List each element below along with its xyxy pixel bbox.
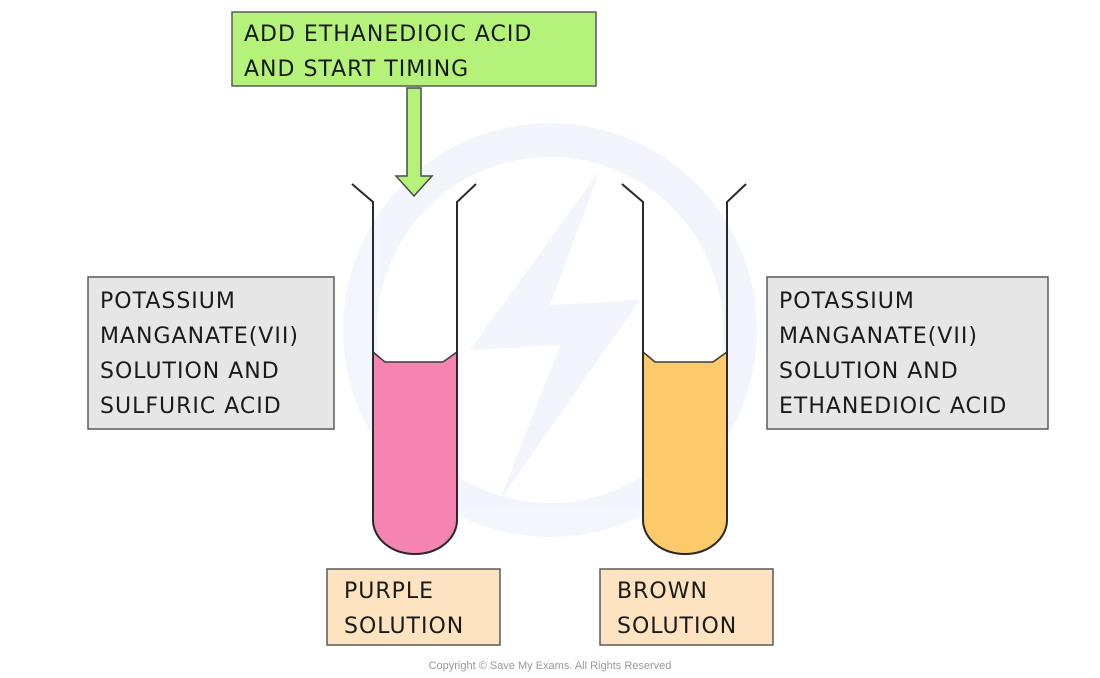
- left-contents-label: POTASSIUM MANGANATE(VII) SOLUTION AND SU…: [87, 276, 335, 430]
- right-tube-liquid: [642, 350, 728, 555]
- right-test-tube: [621, 183, 747, 555]
- left-result-background: [326, 568, 501, 646]
- right-label-background: [766, 276, 1049, 430]
- left-result-line-2: SOLUTION: [344, 614, 464, 639]
- left-label-line-4: SULFURIC ACID: [100, 394, 282, 419]
- left-label-line-2: MANGANATE(VII): [100, 324, 299, 349]
- left-label-line-1: POTASSIUM: [100, 289, 236, 314]
- right-result-line-1: BROWN: [617, 579, 708, 604]
- right-result-background: [599, 568, 774, 646]
- left-test-tube: [351, 183, 477, 555]
- right-tube-outline: [621, 183, 747, 555]
- right-label-line-4: ETHANEDIOIC ACID: [779, 394, 1007, 419]
- instruction-box: ADD ETHANEDIOIC ACID AND START TIMING: [231, 11, 597, 87]
- left-result-line-1: PURPLE: [344, 579, 434, 604]
- left-tube-outline: [351, 183, 477, 555]
- right-contents-label: POTASSIUM MANGANATE(VII) SOLUTION AND ET…: [766, 276, 1049, 430]
- left-label-line-3: SOLUTION AND: [100, 359, 280, 384]
- left-tube-liquid: [372, 350, 458, 555]
- right-result-line-2: SOLUTION: [617, 614, 737, 639]
- copyright-text: Copyright © Save My Exams. All Rights Re…: [429, 660, 672, 672]
- right-result-label: BROWN SOLUTION: [599, 568, 774, 646]
- instruction-line-2: AND START TIMING: [244, 57, 469, 82]
- instruction-line-1: ADD ETHANEDIOIC ACID: [244, 22, 532, 47]
- watermark-logo: [343, 123, 757, 537]
- right-label-line-2: MANGANATE(VII): [779, 324, 978, 349]
- left-label-background: [87, 276, 335, 430]
- left-result-label: PURPLE SOLUTION: [326, 568, 501, 646]
- instruction-box-background: [231, 11, 597, 87]
- right-label-line-3: SOLUTION AND: [779, 359, 959, 384]
- right-label-line-1: POTASSIUM: [779, 289, 915, 314]
- down-arrow-icon: [394, 87, 434, 198]
